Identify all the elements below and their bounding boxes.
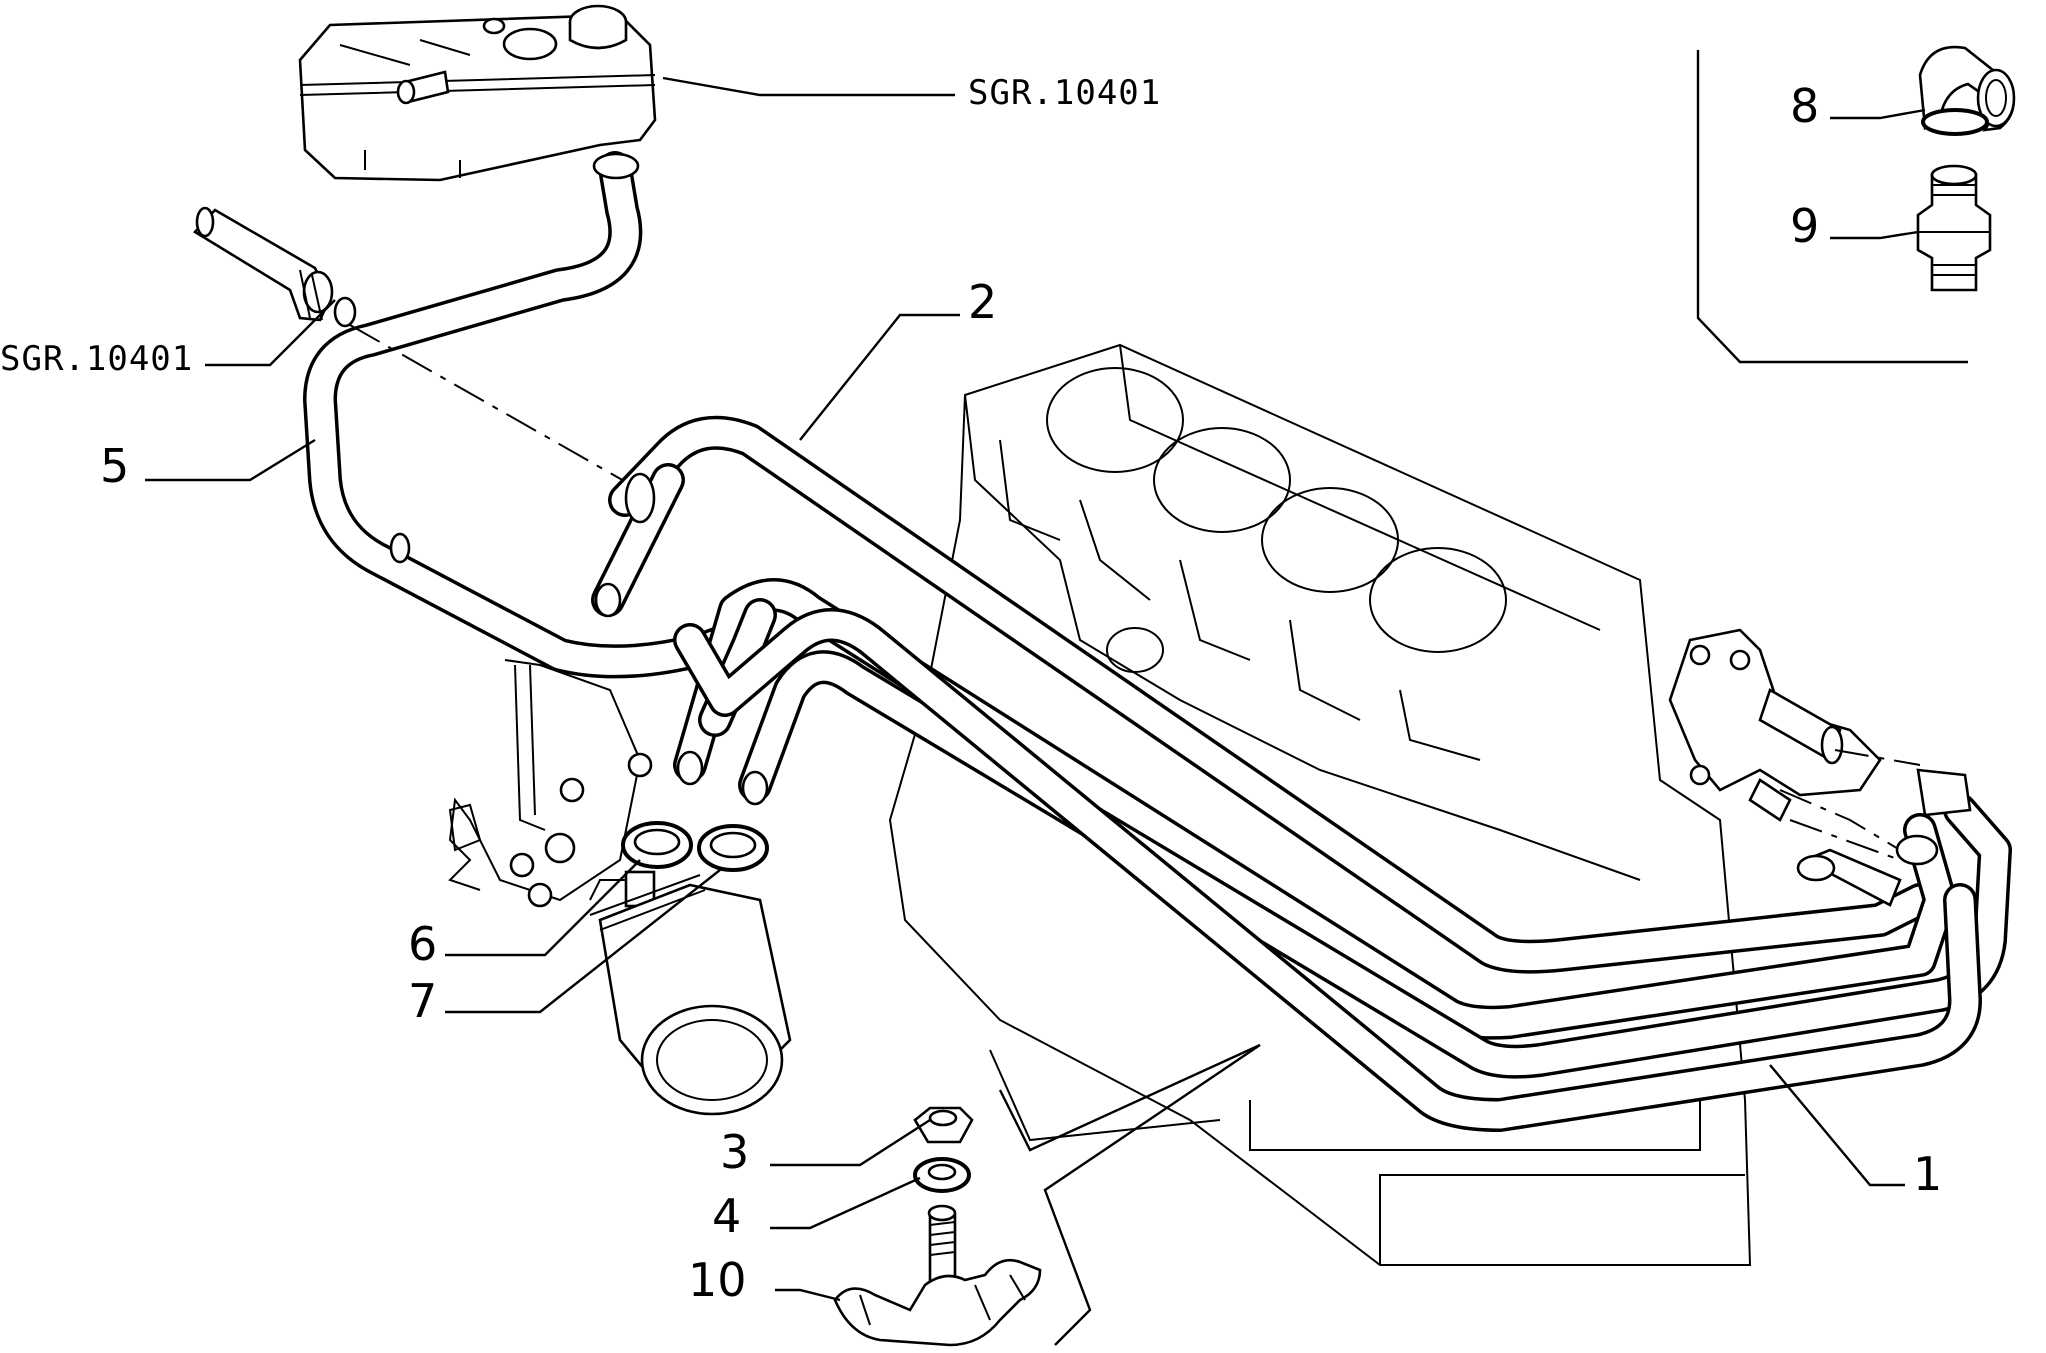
label-tank-ref: SGR.10401 (968, 73, 1161, 113)
inset-frame (1696, 50, 1968, 364)
connector-tube (192, 206, 357, 328)
label-4: 4 (712, 1189, 741, 1243)
nut-3 (913, 1106, 974, 1144)
thermostat-housing (1668, 628, 1882, 822)
label-5: 5 (100, 439, 129, 493)
centerline-right (1779, 749, 1921, 861)
leader-lines (145, 76, 1926, 1346)
hose-1 (673, 608, 1982, 1132)
washer-4 (913, 1157, 971, 1193)
label-3: 3 (720, 1125, 749, 1179)
engine-block (888, 343, 1752, 1266)
label-10: 10 (688, 1253, 747, 1307)
label-9: 9 (1790, 199, 1819, 253)
hose-3-lines (673, 578, 2012, 1079)
oil-filter (589, 874, 792, 1116)
elbow-fitting-8 (1918, 45, 2016, 136)
label-connector-ref: SGR.10401 (0, 339, 193, 379)
label-7: 7 (408, 974, 437, 1028)
hose-2 (591, 415, 1937, 974)
label-8: 8 (1790, 79, 1819, 133)
gasket-6 (621, 821, 693, 869)
gasket-7 (697, 824, 769, 872)
centerline-left (349, 324, 641, 491)
threaded-fitting-9 (1916, 164, 1992, 292)
label-6: 6 (408, 917, 437, 971)
label-1: 1 (1913, 1147, 1942, 1201)
callout-labels: SGR.10401 SGR.10401 5 2 1 6 7 3 4 10 8 9 (0, 73, 1942, 1307)
bracket-10 (833, 1204, 1042, 1347)
oil-filter-housing (448, 659, 656, 908)
expansion-tank (298, 4, 657, 182)
hose-5 (303, 151, 767, 679)
label-2: 2 (968, 275, 997, 329)
